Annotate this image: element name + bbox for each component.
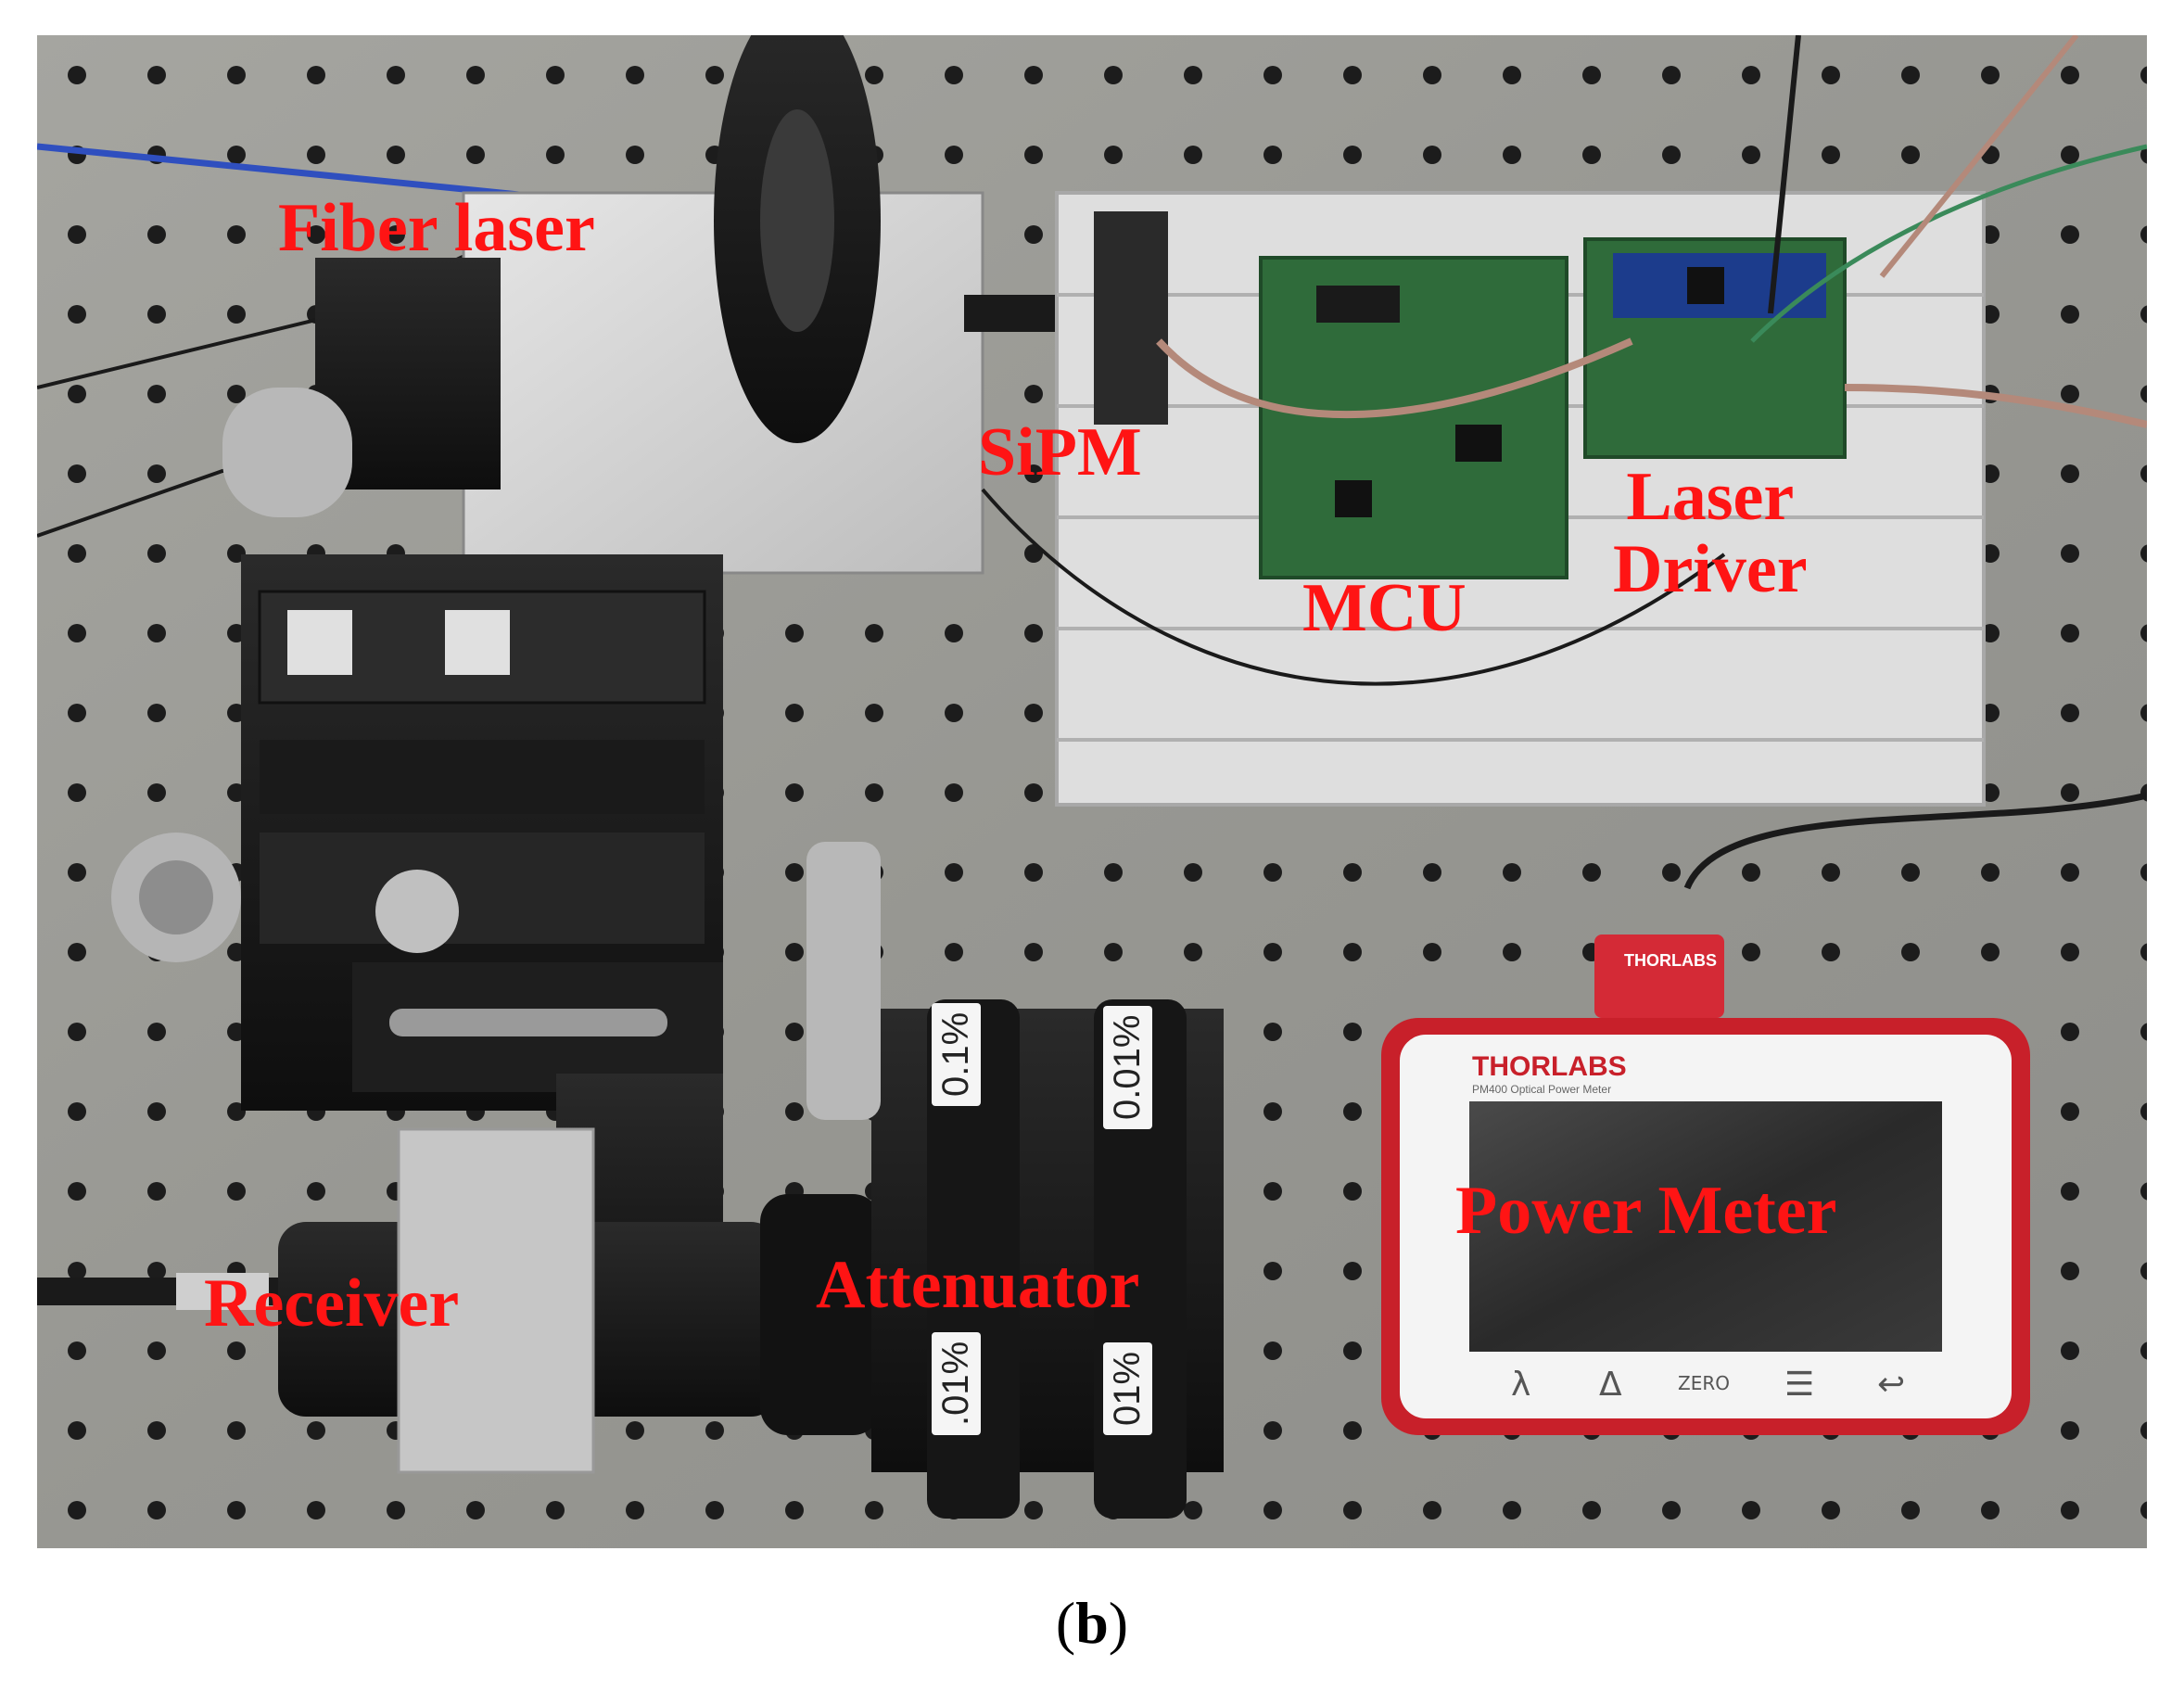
filter-label-a-top: 0.1% bbox=[932, 1002, 981, 1106]
mcu-board bbox=[1259, 256, 1568, 579]
label-attenuator: Attenuator bbox=[816, 1247, 1140, 1323]
delta-button-icon: Δ bbox=[1599, 1366, 1622, 1404]
label-laser-driver-line1: Laser bbox=[1626, 459, 1795, 535]
menu-button-icon: ☰ bbox=[1784, 1366, 1815, 1404]
caption-close: ) bbox=[1108, 1590, 1129, 1656]
label-power-meter: Power Meter bbox=[1455, 1173, 1837, 1249]
power-meter-model: PM400 Optical Power Meter bbox=[1472, 1083, 1612, 1096]
label-sipm: SiPM bbox=[978, 414, 1142, 490]
label-laser-driver-line2: Driver bbox=[1613, 530, 1808, 607]
label-laser-driver: Laser Driver bbox=[1613, 459, 1808, 607]
figure-caption: (b) bbox=[0, 1589, 2184, 1658]
power-meter-brand: THORLABS bbox=[1472, 1051, 1627, 1082]
sensor-brand-text: THORLABS bbox=[1624, 951, 1717, 970]
filter-label-b-bottom: 01% bbox=[1103, 1341, 1152, 1435]
back-button-icon: ↩ bbox=[1877, 1366, 1906, 1404]
label-mcu: MCU bbox=[1302, 570, 1467, 646]
zero-button-icon: ZERO bbox=[1678, 1372, 1730, 1394]
label-receiver: Receiver bbox=[204, 1265, 460, 1341]
wavelength-button-icon: λ bbox=[1511, 1366, 1531, 1404]
caption-letter: b bbox=[1075, 1590, 1109, 1656]
caption-open: ( bbox=[1055, 1590, 1076, 1656]
label-fiber-laser: Fiber laser bbox=[278, 190, 595, 266]
power-meter-screen bbox=[1469, 1101, 1942, 1352]
lab-photo: 0.1% 0.01% .01% 01% THORLABS THORLABS PM… bbox=[37, 35, 2147, 1548]
filter-label-b-top: 0.01% bbox=[1103, 1005, 1152, 1129]
filter-label-a-bottom: .01% bbox=[932, 1331, 981, 1435]
